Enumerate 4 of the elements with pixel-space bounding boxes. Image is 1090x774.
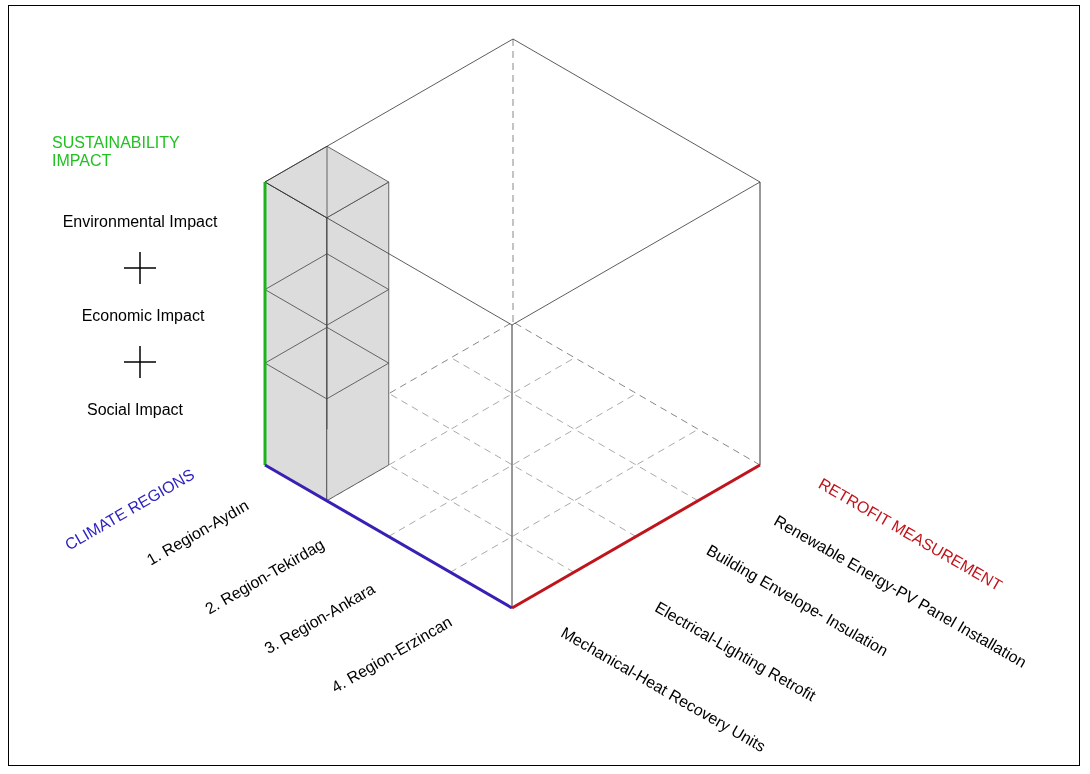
axis-title: SUSTAINABILITY IMPACT (52, 134, 181, 171)
impact-label: Environmental Impact (62, 212, 218, 232)
impact-label: Social Impact (87, 400, 183, 420)
impact-label: Economic Impact (81, 306, 205, 326)
